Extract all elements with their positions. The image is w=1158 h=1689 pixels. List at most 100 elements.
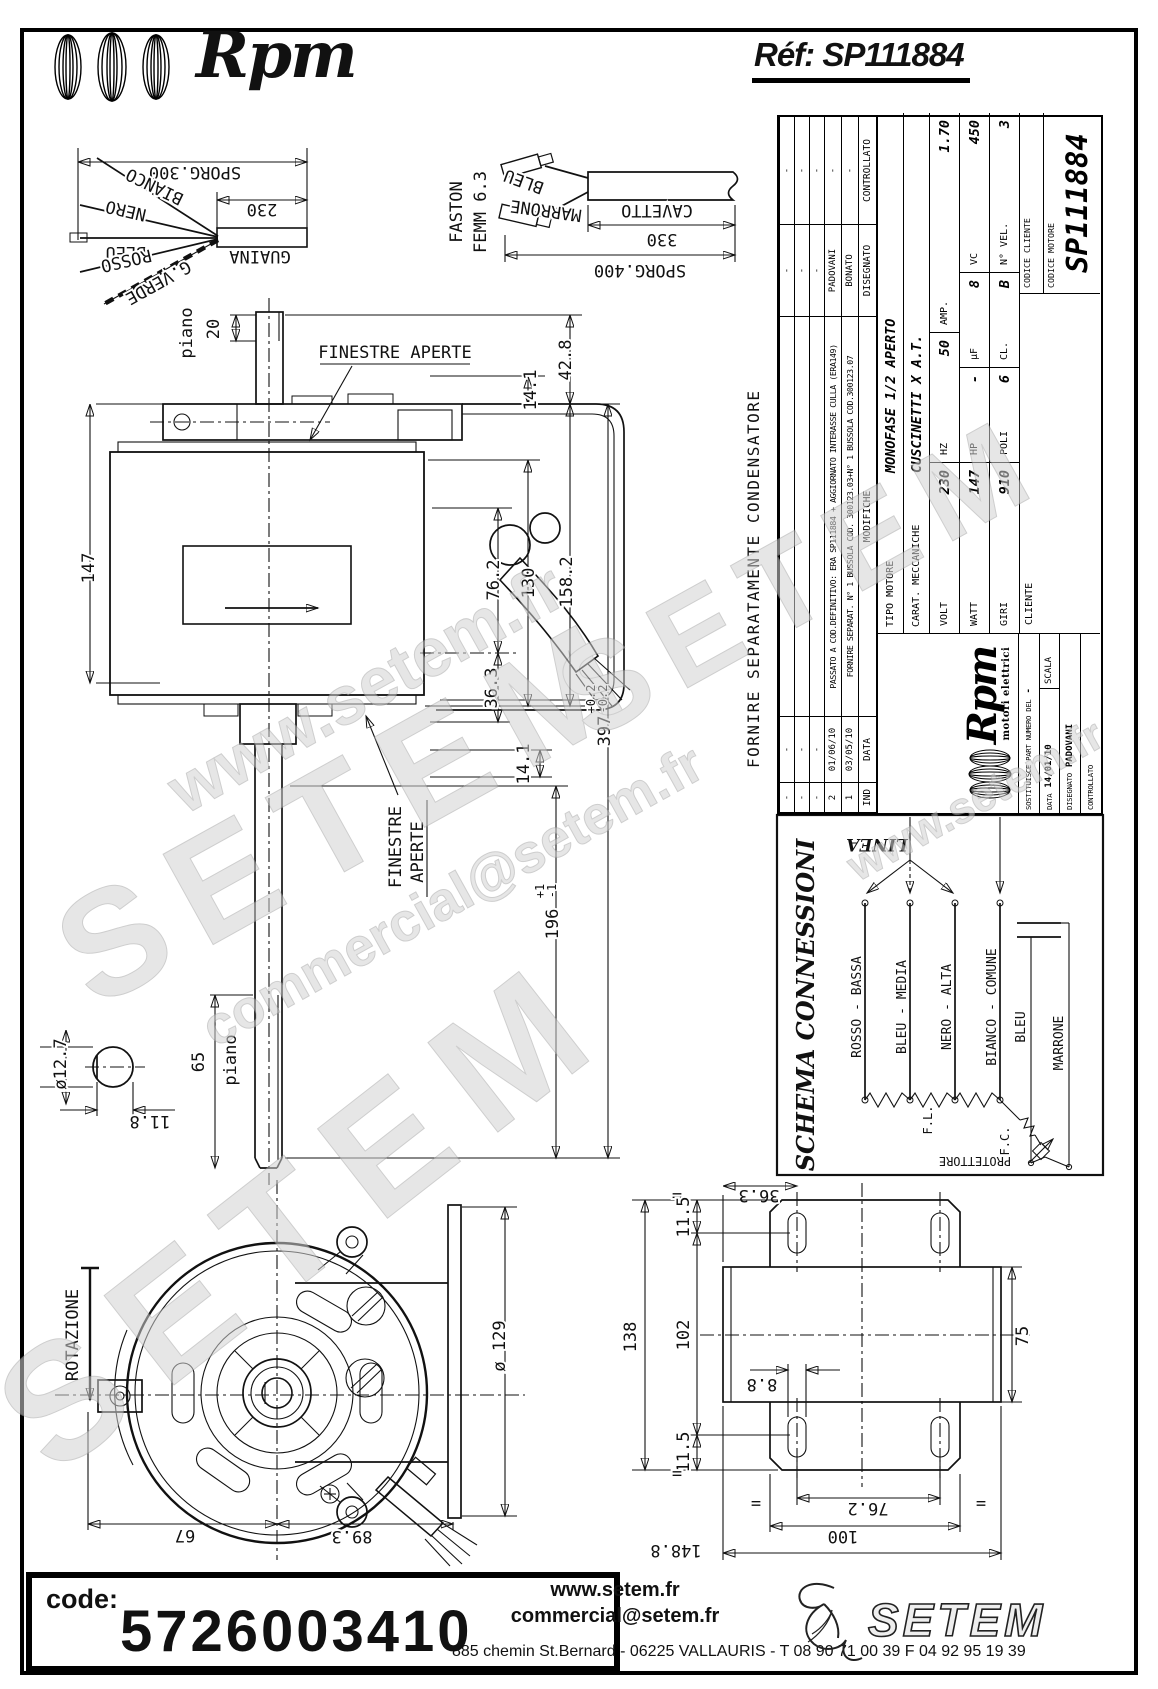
uf-label: µF (969, 347, 980, 360)
dim-42-8: 42.8 (556, 340, 576, 381)
label-finestre-top: FINESTRE APERTE (318, 343, 472, 363)
eq-bottom: = (672, 1464, 682, 1484)
schema-wire2: BLEU - MEDIA (895, 960, 910, 1054)
label-nero: NERO (104, 196, 148, 225)
rev-text: FORNIRE SEPARAT. N° 1 BUSSOLA COD. 30012… (841, 316, 859, 717)
rev-date: - (794, 716, 810, 783)
dim-11-8: 11.8 (130, 1111, 171, 1131)
label-finestre-bottom-2: APERTE (408, 821, 428, 882)
poli-value: 6 (996, 375, 1013, 384)
label-faston-2: FEMM 6.3 (471, 171, 491, 253)
dim-65: 65 (189, 1052, 209, 1072)
rev-chk: - (809, 116, 825, 225)
dim-14-1-top: 14.1 (521, 370, 541, 411)
dim-11-5-bottom: 11.5 (674, 1432, 694, 1473)
sheet-border (20, 28, 1138, 1675)
rev-by: PADOVANI (824, 224, 842, 317)
uf-value: 8 (966, 280, 983, 289)
mount-view: 36.3 = 11.5 102 11.5 = 138 8.8 (619, 1183, 1035, 1562)
tol-397-minus: -0.2 (596, 685, 610, 714)
label-piano-bottom: piano (221, 1034, 241, 1085)
reference-number: Réf: SP111884 (752, 36, 970, 83)
schema-cap-bleu: BLEU (1014, 1011, 1029, 1042)
cliente-cell: CLIENTE (1020, 293, 1100, 633)
disegnato-label: DISEGNATO (1065, 773, 1075, 810)
dim-196: 196 (543, 909, 563, 940)
rev-text: PASSATO A COD.DEFINITIVO: ERA SP111884 +… (824, 316, 842, 717)
label-cavetto: CAVETTO (621, 200, 693, 220)
carat-value: CUSCINETTI X A.T. (908, 334, 925, 473)
rev-ind: 2 (824, 782, 842, 813)
dim-102: 102 (674, 1320, 694, 1351)
rev-text (794, 316, 810, 717)
rev-ind: - (779, 782, 795, 813)
dim-20: 20 (204, 319, 224, 339)
hz-label: HZ (939, 442, 950, 455)
rpm-logo: Rpm motori elettrici (878, 633, 1018, 813)
scala-label: SCALA (1039, 637, 1059, 689)
giri-label: GIRI (999, 601, 1010, 626)
rpm-header-coil-icon (54, 32, 170, 102)
dim-sporg300: SPORG.300 (149, 162, 241, 182)
hp-value: - (966, 375, 983, 384)
rev-text (809, 316, 825, 717)
sostituisce-label: SOSTITUISCE PART NUMERO DEL (1024, 699, 1034, 810)
motor-end-view: ROTAZIONE (55, 1180, 525, 1567)
rev-by: BONATO (841, 224, 859, 317)
rev-chk: - (841, 116, 859, 225)
rev-chk: - (779, 116, 795, 225)
label-faston-marrone: MARRONE (509, 195, 583, 225)
schema-fc: F.C. (998, 1127, 1012, 1156)
footer-address: 885 chemin St.Bernard - 06225 VALLAURIS … (452, 1643, 1026, 1660)
rev-date: - (809, 716, 825, 783)
rev-col-data: DATA (858, 716, 877, 783)
hp-label: HP (969, 442, 980, 455)
rev-date: 01/06/10 (824, 716, 842, 783)
schema-wire3: NERO - ALTA (940, 964, 955, 1050)
motor-side-view: piano 20 (77, 298, 631, 1185)
codice-motore-label: CODICE MOTORE (1046, 223, 1056, 288)
controllato-label: CONTROLLATO (1085, 764, 1095, 810)
rev-ind: - (809, 782, 825, 813)
rpm-brand-text: Rpm (196, 18, 358, 93)
rev-col-modifiche: MODIFICHE (858, 316, 877, 717)
rev-chk: - (794, 116, 810, 225)
tol-196-minus: -1 (545, 884, 559, 898)
setem-logo-text: SETEM (868, 1594, 1046, 1646)
dim-130: 130 (519, 568, 539, 599)
eq-br: = (976, 1493, 986, 1513)
label-faston-1: FASTON (447, 181, 467, 242)
dim-sporg400: SPORG.400 (594, 260, 686, 280)
schema-wire1: ROSSO - BASSA (850, 956, 865, 1058)
codice-motore-value: SP111884 (1060, 133, 1094, 273)
rev-text (779, 316, 795, 717)
code-label: code: (46, 1584, 119, 1614)
watt-label: WATT (969, 601, 980, 626)
tb-brand: Rpm (959, 646, 1006, 745)
codice-motore-cell: CODICE MOTORE SP111884 (1044, 113, 1100, 293)
dim-67: 67 (175, 1525, 195, 1545)
rev-by: - (794, 224, 810, 317)
rev-col-disegnato: DISEGNATO (858, 224, 877, 317)
dim-129: ø 129 (490, 1320, 510, 1371)
rev-ind: - (794, 782, 810, 813)
dim-230: 230 (247, 199, 278, 219)
tol-397-plus: +0.2 (584, 685, 598, 714)
tipo-motore-value: MONOFASE 1/2 APERTO (882, 318, 899, 473)
dim-36-3: 36.3 (482, 668, 502, 709)
schema-protettore: PROTETTORE (939, 1154, 1011, 1168)
dim-147: 147 (79, 553, 99, 584)
label-bleu: BLEU (106, 242, 147, 262)
faston-detail: FASTON FEMM 6.3 CAVETTO BLEU MARRONE 330… (445, 152, 739, 282)
schema-title: SCHEMA CONNESSIONI (791, 838, 820, 1171)
dim-100: 100 (828, 1526, 859, 1546)
cl-label: CL. (999, 341, 1010, 360)
dim-148-8: 148.8 (650, 1540, 701, 1560)
dim-76-2: 76.2 (484, 560, 504, 601)
amp-label: AMP. (939, 300, 950, 325)
dim-8-8: 8.8 (747, 1374, 778, 1394)
tb-brand-sub: motori elettrici (1001, 646, 1012, 741)
